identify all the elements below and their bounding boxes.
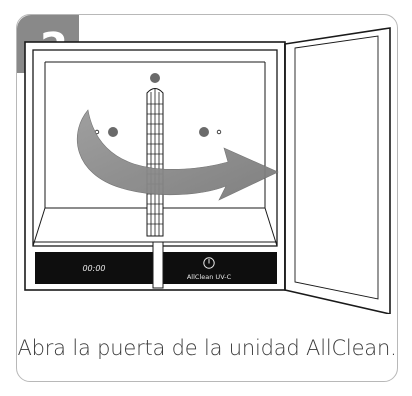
control-panel: 00:00 AllClean UV-C: [35, 241, 277, 289]
display-panel: [35, 252, 153, 284]
open-door: [284, 27, 391, 314]
uv-lamp: [94, 73, 222, 237]
display-time: 00:00: [82, 264, 105, 273]
curved-arrow-icon: [76, 109, 279, 201]
instruction-caption: Abra la puerta de la unidad AllClean.: [17, 336, 397, 360]
brand-label: AllClean UV-C: [187, 273, 232, 281]
top-emitter: [150, 73, 160, 83]
power-icon: [203, 257, 215, 269]
brand-panel: [163, 252, 277, 284]
device-illustration: 00:00 AllClean UV-C: [24, 27, 391, 314]
right-emitter: [199, 127, 209, 137]
left-emitter: [108, 127, 118, 137]
